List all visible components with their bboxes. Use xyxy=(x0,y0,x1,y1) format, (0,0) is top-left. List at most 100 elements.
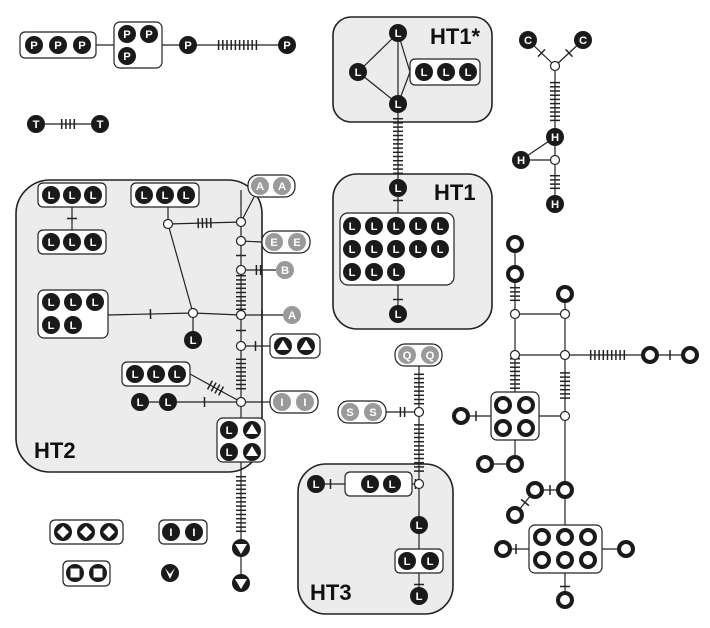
haplotype-node-label: P xyxy=(123,51,131,63)
haplotype-node-label: H xyxy=(551,199,559,211)
haplotype-node-label: L xyxy=(416,520,423,532)
haplotype-node-circle xyxy=(410,516,428,534)
haplotype-node xyxy=(556,528,574,546)
haplotype-node-circle xyxy=(389,24,407,42)
median-vector xyxy=(235,235,247,247)
median-vector xyxy=(162,218,174,230)
haplotype-node xyxy=(556,481,574,499)
haplotype-node-circle xyxy=(49,36,67,54)
haplotype-node-circle xyxy=(519,31,537,49)
haplotype-node-label: C xyxy=(524,35,532,47)
arrowhead-icon xyxy=(165,568,175,579)
haplotype-node: L xyxy=(361,475,379,493)
haplotype-node-label: L xyxy=(371,221,378,233)
haplotype-node: L xyxy=(383,475,401,493)
median-vector xyxy=(235,264,247,276)
diamond-icon xyxy=(57,526,69,538)
haplotype-node xyxy=(681,346,699,364)
haplotype-node-circle xyxy=(389,95,407,113)
haplotype-node-circle xyxy=(42,233,60,251)
haplotype-node-circle xyxy=(398,346,416,364)
median-vector xyxy=(549,60,561,72)
haplotype-node-ring xyxy=(537,555,547,565)
haplotype-node-label: L xyxy=(190,335,197,347)
haplotype-node-label: L xyxy=(393,244,400,256)
haplotype-node-circle xyxy=(42,186,60,204)
haplotype-node-circle xyxy=(421,552,439,570)
median-vector xyxy=(413,478,425,490)
haplotype-node-circle xyxy=(42,316,60,334)
haplotype-node: L xyxy=(410,587,428,605)
haplotype-node: L xyxy=(307,475,325,493)
haplotype-node: Q xyxy=(398,346,416,364)
haplotype-node-label: L xyxy=(437,244,444,256)
diamond-icon xyxy=(103,526,115,538)
haplotype-node-circle xyxy=(64,316,82,334)
haplotype-node xyxy=(494,396,512,414)
haplotype-node-circle xyxy=(86,293,104,311)
haplotype-node-circle xyxy=(546,195,564,213)
haplotype-node-label: Q xyxy=(426,350,435,362)
haplotype-node-label: Q xyxy=(403,350,412,362)
haplotype-node-label: S xyxy=(369,407,377,419)
haplotype-node: I xyxy=(185,523,203,541)
haplotype-node-label: L xyxy=(395,99,402,111)
triangle-down-icon xyxy=(232,539,250,557)
triangle-down-icon xyxy=(235,544,247,554)
haplotype-node-ring xyxy=(621,544,631,554)
haplotype-node-label: T xyxy=(97,119,104,131)
haplotype-node: L xyxy=(84,233,102,251)
haplotype-node: E xyxy=(288,233,306,251)
haplotype-node: I xyxy=(162,523,180,541)
haplotype-node-label: L xyxy=(226,447,233,459)
haplotype-node-label: I xyxy=(303,397,306,409)
haplotype-node-label: T xyxy=(33,119,40,131)
haplotype-node-circle xyxy=(220,421,238,439)
haplotype-node: Q xyxy=(421,346,439,364)
haplotype-node-circle xyxy=(343,217,361,235)
haplotype-node-circle xyxy=(364,403,382,421)
haplotype-node: L xyxy=(437,63,455,81)
haplotype-node-label: L xyxy=(70,297,77,309)
haplotype-node-circle xyxy=(140,25,158,43)
haplotype-node: E xyxy=(265,233,283,251)
haplotype-node: L xyxy=(409,240,427,258)
triangle-up-icon xyxy=(274,337,292,355)
shape-node-circle xyxy=(161,564,179,582)
haplotype-node-ring xyxy=(521,400,531,410)
haplotype-node-label: L xyxy=(92,297,99,309)
haplotype-node-label: A xyxy=(256,181,264,193)
group-label-ht2: HT2 xyxy=(34,438,76,463)
haplotype-node xyxy=(579,528,597,546)
haplotype-node-ring xyxy=(530,485,540,495)
median-vector xyxy=(549,154,561,166)
haplotype-node-circle xyxy=(389,179,407,197)
haplotype-node xyxy=(506,506,524,524)
haplotype-node xyxy=(556,551,574,569)
triangle-up-icon xyxy=(243,421,261,439)
haplotype-node-label: C xyxy=(579,35,587,47)
haplotype-node-label: L xyxy=(141,190,148,202)
haplotype-node-ring xyxy=(685,350,695,360)
mutation-tick xyxy=(214,384,221,394)
haplotype-node: B xyxy=(276,261,294,279)
median-vector xyxy=(559,410,571,422)
haplotype-node-circle xyxy=(42,293,60,311)
haplotype-node-label: L xyxy=(48,297,55,309)
haplotype-node: L xyxy=(398,552,416,570)
haplotype-node-circle xyxy=(389,305,407,323)
haplotype-node: L xyxy=(431,240,449,258)
haplotype-node-circle xyxy=(343,263,361,281)
haplotype-node: L xyxy=(42,316,60,334)
haplotype-node: P xyxy=(118,47,136,65)
haplotype-node-circle xyxy=(415,63,433,81)
haplotype-node-label: L xyxy=(465,67,472,79)
haplotype-node-ring xyxy=(560,595,570,605)
haplotype-node-circle xyxy=(177,186,195,204)
haplotype-node xyxy=(533,551,551,569)
haplotype-node: L xyxy=(410,516,428,534)
haplotype-node: C xyxy=(574,31,592,49)
haplotype-node-label: L xyxy=(437,221,444,233)
diamond-icon xyxy=(54,523,72,541)
group-panel-ht3 xyxy=(297,463,454,615)
